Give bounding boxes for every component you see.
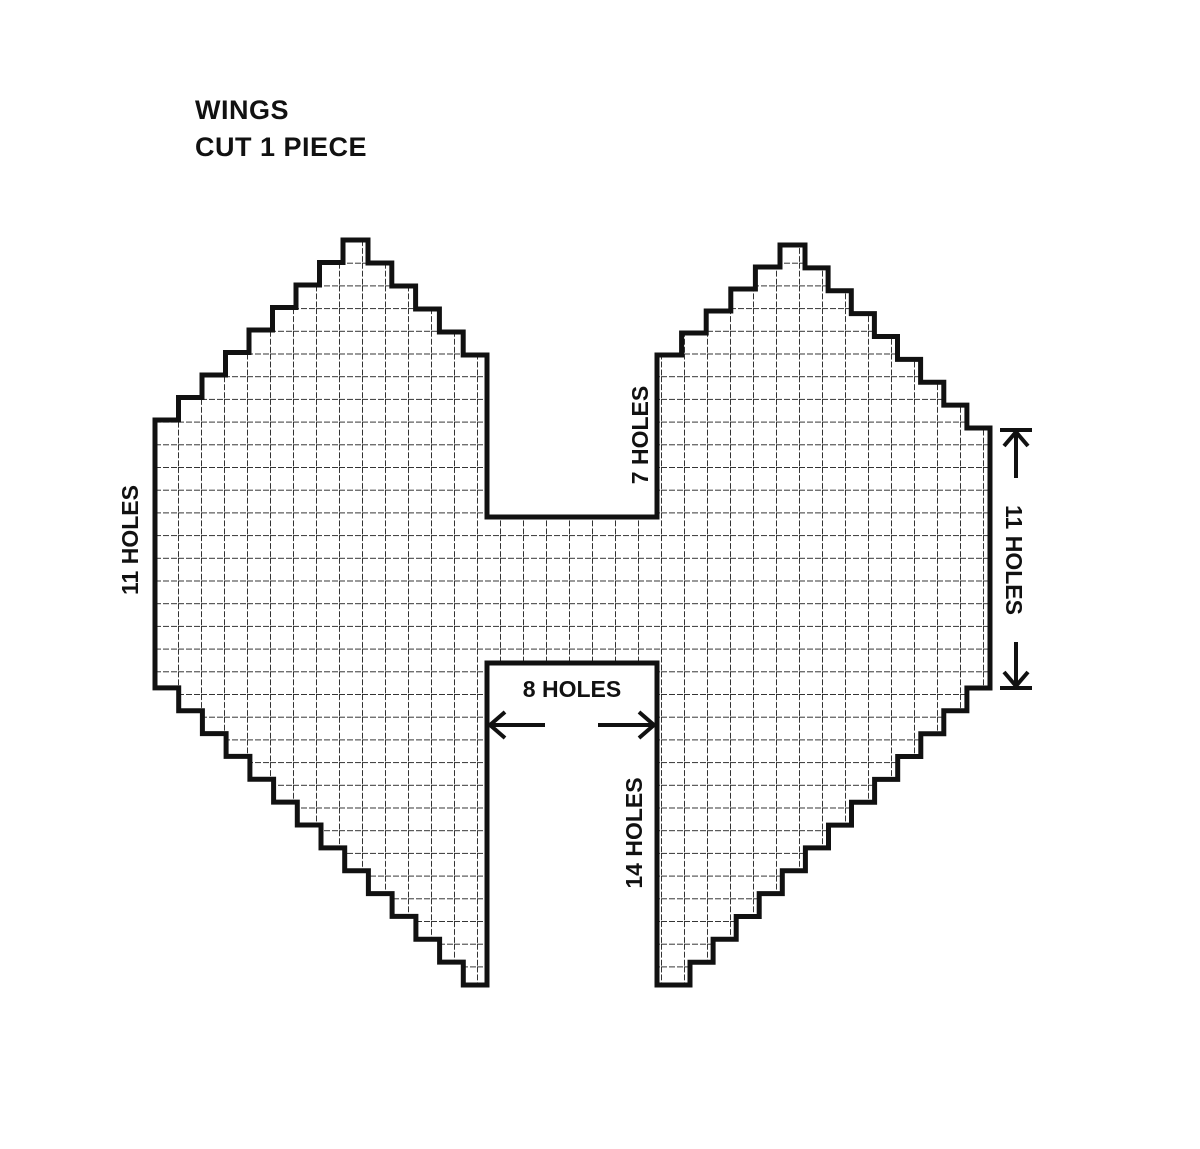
arrow-down-icon [1002,642,1030,690]
canvas-grid [155,240,990,985]
pattern-subtitle: CUT 1 PIECE [195,132,368,162]
center-top-label: 7 HOLES [627,386,653,484]
height-arrow [1000,428,1032,690]
wings-outline [152,237,993,988]
gap-arrows [486,710,658,740]
center-gap-label: 8 HOLES [523,676,621,702]
arrow-up-icon [1002,428,1030,478]
left-height-label: 11 HOLES [117,485,143,595]
arrow-left-icon [486,710,545,740]
center-bottom-label: 14 HOLES [621,777,647,888]
right-height-label: 11 HOLES [1001,505,1027,615]
pattern-title: WINGS [195,95,289,125]
arrow-right-icon [598,710,658,740]
